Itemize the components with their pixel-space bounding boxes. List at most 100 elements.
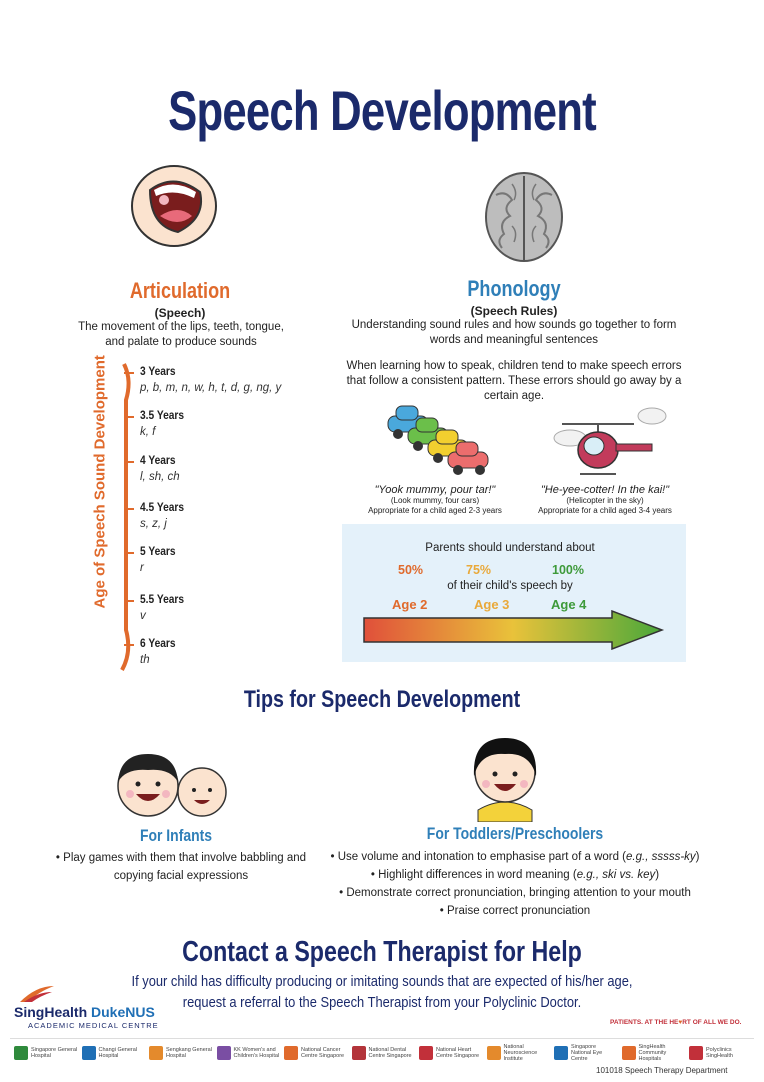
age-axis-line [120,363,131,671]
partner-logo: National Neuroscience Institute [486,1044,551,1062]
singhealth-brand: SingHealth DukeNUS [14,1004,155,1020]
tips-heading: Tips for Speech Development [243,686,521,713]
phonology-description: Understanding sound rules and how sounds… [351,319,677,346]
partner-logo: Sengkang General Hospital [149,1044,213,1062]
age-label: 3.5 Years [140,408,185,422]
phonology-paragraph: When learning how to speak, children ten… [346,360,682,402]
age-sounds: v [140,610,146,622]
age-tick [124,644,134,646]
partner-logo-label: Changi General Hospital [98,1047,138,1059]
age-sounds: k, f [140,426,156,438]
age-item: 3.5 Years k, f [140,408,330,440]
partner-logo-icon [216,1046,231,1060]
partner-logo-icon [81,1046,96,1060]
contact-heading: Contact a Speech Therapist for Help [182,936,582,968]
partner-logo-label: Singapore National Eye Centre [571,1044,603,1062]
partner-logo-icon [284,1046,298,1060]
toddlers-heading: For Toddlers/Preschoolers [426,824,604,843]
age-2-label: Age 2 [392,597,428,612]
age-label: 6 Years [140,636,176,650]
phonology-subheading: (Speech Rules) [470,304,558,318]
age-item: 5 Years r [140,544,330,576]
percent-50: 50% [398,563,424,577]
contact-line1: If your child has difficulty producing o… [131,973,633,990]
articulation-description: The movement of the lips, teeth, tongue,… [78,321,284,348]
partner-logo: Polyclinics SingHealth [689,1044,753,1062]
partner-logo-icon [351,1046,366,1060]
example2-note: Appropriate for a child aged 3-4 years [538,506,672,515]
intelligibility-intro: Parents should understand about [425,542,595,554]
partner-logo-label: National Heart Centre Singapore [436,1047,480,1059]
age-tick [124,461,134,463]
example1-note: Appropriate for a child aged 2-3 years [368,506,502,515]
mouth-illustration [131,165,217,247]
percent-75: 75% [466,563,492,577]
partner-logo-label: Polyclinics SingHealth [706,1047,733,1059]
partner-logo-icon [486,1046,501,1060]
age-axis-label: Age of Speech Sound Development [91,355,109,609]
age-tick [124,372,134,374]
partner-logo-icon [419,1046,433,1060]
partner-logo-icon [554,1046,568,1060]
age-sounds: l, sh, ch [140,471,180,483]
partner-logo-icon [689,1046,703,1060]
example1-meaning: (Look mummy, four cars) [390,496,480,505]
partner-logo-icon [149,1046,163,1060]
age-tick [124,600,134,602]
age-sounds: s, z, j [140,518,167,530]
toddler-illustration [473,738,537,822]
partner-logo-label: KK Women's and Children's Hospital [233,1047,280,1059]
infants-tips-list: Play games with them that involve babbli… [46,849,316,885]
brain-illustration [485,172,563,262]
age-4-label: Age 4 [551,597,587,612]
partner-logo-label: National Dental Centre Singapore [368,1047,412,1059]
phonology-heading: Phonology [467,276,561,301]
age-item: 4 Years l, sh, ch [140,453,330,485]
partner-logo-label: National Cancer Centre Singapore [301,1047,345,1059]
intelligibility-middle: of their child's speech by [447,580,573,592]
heart-icon: ♥ [678,1019,683,1026]
age-tick [124,416,134,418]
document-code: 101018 Speech Therapy Department [596,1066,728,1075]
age-item: 6 Years th [140,636,330,668]
age-axis-label-wrap: Age of Speech Sound Development [88,355,112,612]
articulation-subheading: (Speech) [154,306,206,320]
example2-quote: "He-yee-cotter! In the kai!" [540,484,670,496]
partner-logo-icon [621,1046,636,1060]
age-label: 3 Years [140,364,176,378]
age-sounds: r [140,562,144,574]
helicopter-illustration [553,407,667,475]
age-sounds: th [140,654,150,666]
contact-line2: request a referral to the Speech Therapi… [182,994,582,1011]
singhealth-swoosh-icon [20,986,54,1002]
partner-logo-label: Sengkang General Hospital [166,1047,212,1059]
infants-illustration [117,754,227,817]
footer-divider [10,1038,754,1039]
example2-meaning: (Helicopter in the sky) [566,496,644,505]
age-label: 4.5 Years [140,500,185,514]
age-label: 5.5 Years [140,592,185,606]
toddlers-tip: Highlight differences in word meaning (e… [310,866,720,884]
partner-logo: National Dental Centre Singapore [351,1044,416,1062]
age-sounds: p, b, m, n, w, h, t, d, g, ng, y [140,382,282,394]
partner-logo: Changi General Hospital [81,1044,146,1062]
partner-logo: Singapore General Hospital [14,1044,78,1062]
age-tick [124,552,134,554]
age-item: 5.5 Years v [140,592,330,624]
partner-logo: National Cancer Centre Singapore [284,1044,348,1062]
partner-logo: KK Women's and Children's Hospital [216,1044,281,1062]
toddlers-tip: Demonstrate correct pronunciation, bring… [310,884,720,902]
infants-tip: Play games with them that involve babbli… [46,849,316,885]
brand-sub: ACADEMIC MEDICAL CENTRE [28,1021,159,1030]
partner-logo-label: SingHealth Community Hospitals [638,1044,667,1062]
percent-100: 100% [552,563,584,577]
toddlers-tips-list: Use volume and intonation to emphasise p… [310,848,720,920]
age-item: 4.5 Years s, z, j [140,500,330,532]
age-label: 5 Years [140,544,176,558]
age-item: 3 Years p, b, m, n, w, h, t, d, g, ng, y [140,364,330,396]
partner-logo: National Heart Centre Singapore [419,1044,483,1062]
age-tick [124,508,134,510]
partner-logo-label: National Neuroscience Institute [503,1044,538,1062]
page-title: Speech Development [168,79,597,142]
partner-logo-label: Singapore General Hospital [31,1047,78,1059]
